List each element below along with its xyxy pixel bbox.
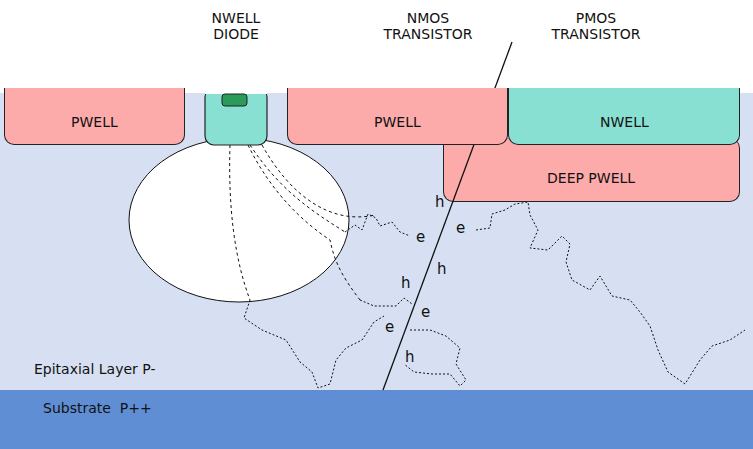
substrate: Substrate P++: [0, 395, 300, 425]
depletion-region: [129, 138, 349, 302]
epitaxial-layer: Epitaxial Layer P-: [0, 355, 300, 385]
deep-pwell: DEEP PWELL: [443, 138, 740, 202]
nwell: NWELL: [508, 88, 740, 145]
region-label: NWELL: [600, 114, 649, 130]
diffusion-path: [360, 298, 412, 306]
region-label: DEEP PWELL: [547, 170, 635, 186]
carrier: e: [385, 319, 394, 336]
part-name: NMOS TRANSISTOR: [363, 10, 493, 42]
carrier: e: [416, 229, 425, 246]
substrate-ground: [0, 390, 753, 449]
carrier: h: [437, 261, 447, 278]
part-name: PMOS TRANSISTOR: [531, 10, 661, 42]
carrier: h: [405, 349, 415, 366]
region-label: PWELL: [374, 114, 421, 130]
diffusion-path: [476, 202, 745, 384]
region-label: Substrate P++: [43, 400, 152, 416]
drift-path: [230, 145, 250, 300]
drift-path: [250, 145, 345, 232]
part-name: NWELL DIODE: [191, 10, 281, 42]
surface-mask: [205, 86, 267, 94]
pwell: PWELL: [287, 88, 508, 145]
pwell: PWELL: [4, 88, 185, 145]
carrier: h: [435, 194, 445, 211]
diffusion-path: [404, 330, 466, 386]
region-label: Epitaxial Layer P-: [34, 361, 155, 377]
carrier: e: [456, 220, 465, 237]
contact: [222, 94, 247, 106]
carrier: h: [401, 275, 411, 292]
drift-path: [262, 145, 375, 217]
carrier: e: [421, 304, 430, 321]
region-label: PWELL: [71, 114, 118, 130]
drift-path: [248, 145, 360, 300]
diffusion-path: [244, 300, 384, 388]
nwell-diode: [205, 88, 267, 145]
diffusion-path: [345, 214, 410, 236]
